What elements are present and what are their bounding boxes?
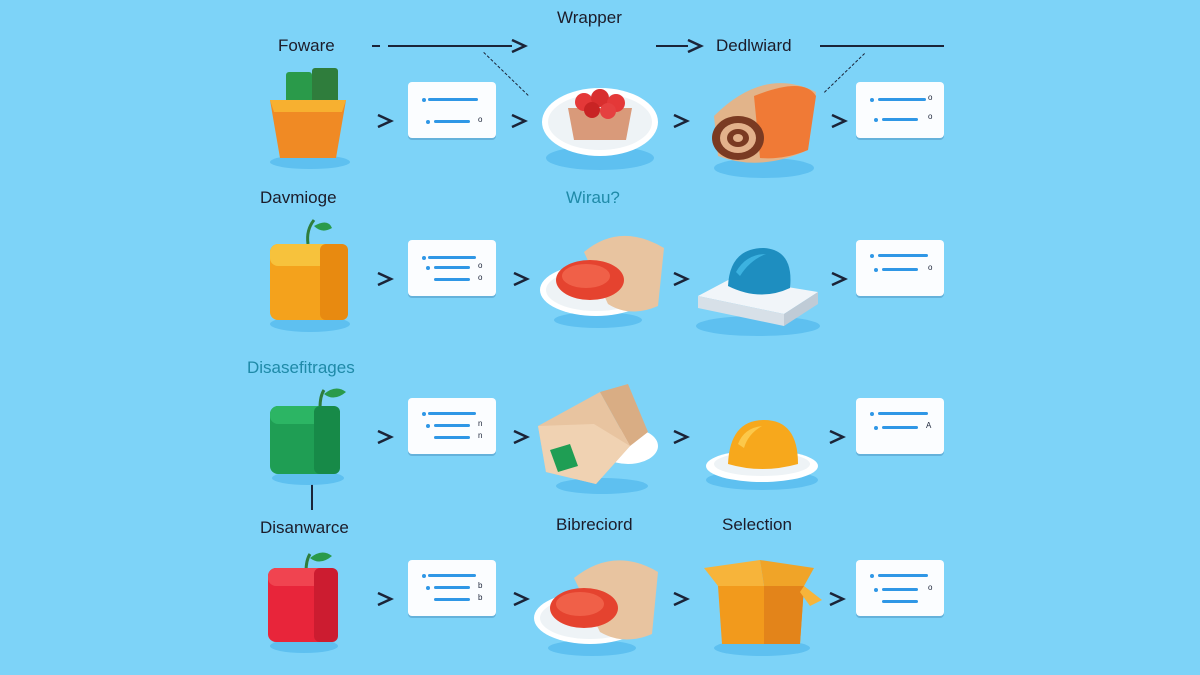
arrow-r2-a bbox=[376, 272, 394, 286]
arrow-r4-c bbox=[672, 592, 690, 606]
label-davmioge: Davmioge bbox=[260, 188, 337, 207]
label-selection: Selection bbox=[722, 515, 792, 534]
arrow-r2-c bbox=[672, 272, 690, 286]
top-arrow-mid bbox=[686, 39, 704, 53]
info-card-r2-a[interactable]: o o bbox=[408, 240, 496, 296]
open-box-icon bbox=[702, 548, 826, 658]
blue-gel-box-icon bbox=[690, 240, 824, 340]
arrow-r3-c bbox=[672, 430, 690, 444]
label-disasefitrages: Disasefitrages bbox=[247, 358, 355, 377]
label-dedlwiard: Dedlwiard bbox=[716, 36, 792, 55]
arrow-r4-b bbox=[512, 592, 530, 606]
info-card-r4-a[interactable]: b b bbox=[408, 560, 496, 616]
arrow-r2-b bbox=[512, 272, 530, 286]
label-biprecord: Bibreciord bbox=[556, 515, 633, 534]
green-block-basket-icon bbox=[262, 58, 358, 170]
orange-cube-icon bbox=[262, 214, 358, 334]
arrow-r1-b bbox=[510, 114, 528, 128]
dish-icon bbox=[540, 78, 660, 174]
label-wirau: Wirau? bbox=[566, 188, 620, 207]
red-cube-icon bbox=[262, 546, 352, 656]
folded-wrap-icon bbox=[536, 380, 660, 500]
info-card-r3-a[interactable]: n n bbox=[408, 398, 496, 454]
arrow-r4-a bbox=[376, 592, 394, 606]
arrow-r3-d bbox=[828, 430, 846, 444]
orange-dome-plate-icon bbox=[702, 408, 822, 492]
wrap-plate-icon-r2 bbox=[540, 222, 670, 332]
label-wrapper: Wrapper bbox=[557, 8, 622, 27]
arrow-r2-d bbox=[830, 272, 848, 286]
top-connector-right bbox=[820, 45, 944, 47]
label-foware: Foware bbox=[278, 36, 335, 55]
top-connector-stub bbox=[372, 45, 380, 47]
rolled-wrap-icon bbox=[704, 72, 824, 182]
green-cube-icon bbox=[262, 378, 358, 488]
info-card-r1-b[interactable]: o o bbox=[856, 82, 944, 138]
top-connector-mid bbox=[656, 45, 688, 47]
info-card-r2-b[interactable]: o bbox=[856, 240, 944, 296]
arrow-r1-c bbox=[672, 114, 690, 128]
top-arrow-left bbox=[510, 39, 528, 53]
label-disanwarce: Disanwarce bbox=[260, 518, 349, 537]
vertical-connector bbox=[311, 482, 313, 510]
info-card-r3-b[interactable]: A bbox=[856, 398, 944, 454]
info-card-r1-a[interactable]: o bbox=[408, 82, 496, 138]
arrow-r3-a bbox=[376, 430, 394, 444]
arrow-r1-a bbox=[376, 114, 394, 128]
arrow-r4-d bbox=[828, 592, 846, 606]
top-connector-left bbox=[388, 45, 512, 47]
arrow-r1-d bbox=[830, 114, 848, 128]
info-card-r4-b[interactable]: o bbox=[856, 560, 944, 616]
arrow-r3-b bbox=[512, 430, 530, 444]
wrap-plate-icon-r4 bbox=[534, 548, 664, 660]
